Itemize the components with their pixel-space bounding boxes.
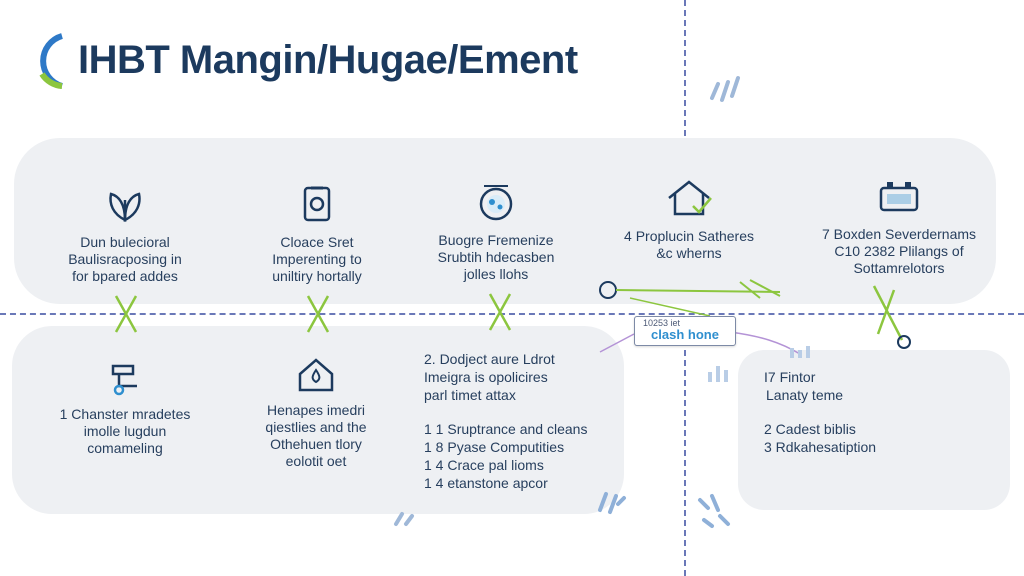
- text-line: Dun bulecioral: [80, 234, 170, 250]
- list-item: 1 1 Sruptrance and cleans: [424, 421, 588, 437]
- connector-icon: [114, 295, 138, 333]
- top-panel: [14, 138, 996, 304]
- list-item: 1 4 Crace pal lioms: [424, 457, 544, 473]
- connector-icon: [306, 295, 330, 333]
- list-lead-line: Imeigra is opolicires: [424, 369, 548, 385]
- bottom-panel: [12, 326, 624, 514]
- right-panel: [738, 350, 1010, 510]
- gauge-icon: [303, 186, 331, 222]
- plant-icon: [109, 192, 141, 223]
- decorative-marks-icon: [394, 512, 414, 526]
- pipe-icon: [111, 364, 137, 396]
- header: IHBT Mangin/Hugae/Ement: [32, 28, 578, 92]
- list-item: 1 4 etanstone apcor: [424, 475, 548, 491]
- text-line: Henapes imedri: [266, 402, 366, 418]
- horizontal-guide-line: [0, 313, 1024, 315]
- top-item-2: Cloace Sret Imperenting to uniltiry hort…: [232, 182, 402, 285]
- text-line: imolle lugdun: [83, 423, 167, 439]
- logo-icon: [39, 33, 63, 89]
- house-check-icon: [668, 180, 712, 216]
- text-line: 7 Boxden Severdernams: [821, 226, 977, 242]
- text-line: qiestlies and the: [265, 419, 367, 435]
- text-line: Cloace Sret: [280, 234, 354, 250]
- list-lead-line: I7 Fintor: [764, 369, 816, 385]
- decorative-marks-icon: [790, 346, 810, 358]
- vertical-guide-line-bottom: [684, 320, 686, 576]
- top-item-5: 7 Boxden Severdernams C10 2382 Plilangs …: [812, 178, 986, 277]
- vertical-guide-line-top: [684, 0, 686, 136]
- text-line: 1 Chanster mradetes: [59, 406, 191, 422]
- connector-icon: [488, 293, 512, 331]
- text-line: Srubtih hdecasben: [437, 249, 555, 265]
- battery-icon: [879, 182, 919, 212]
- list-lead-line: parl timet attax: [424, 387, 516, 403]
- flow-connector-icon: [599, 279, 801, 355]
- center-list: 2. Dodject aure Ldrot Imeigra is opolici…: [424, 350, 587, 492]
- text-line: for bpared addes: [72, 268, 178, 284]
- list-item: 1 8 Pyase Computities: [424, 439, 565, 455]
- decorative-marks-icon: [710, 76, 740, 102]
- page-title: IHBT Mangin/Hugae/Ement: [78, 37, 578, 82]
- globe-icon: [479, 185, 513, 221]
- text-line: 4 Proplucin Satheres: [624, 228, 754, 244]
- text-line: Othehuen tlory: [270, 436, 362, 452]
- text-line: Imperenting to: [272, 251, 362, 267]
- text-line: C10 2382 Plilangs of: [834, 243, 964, 259]
- text-line: Buogre Fremenize: [438, 232, 554, 248]
- list-item: 3 Rdkahesatiption: [764, 439, 877, 455]
- top-item-3: Buogre Fremenize Srubtih hdecasben jolle…: [416, 180, 576, 283]
- text-line: comameling: [87, 440, 163, 456]
- text-line: Sottamrelotors: [853, 260, 945, 276]
- top-item-1: Dun bulecioral Baulisracposing in for bp…: [40, 186, 210, 285]
- list-lead-line: Lanaty teme: [766, 387, 844, 403]
- text-line: uniltiry hortally: [272, 268, 362, 284]
- callout-label: 10253 iet clash hone: [634, 316, 736, 346]
- house-drop-icon: [298, 358, 334, 392]
- decorative-marks-icon: [698, 494, 730, 528]
- text-line: jolles llohs: [463, 266, 529, 282]
- decorative-marks-icon: [708, 366, 728, 382]
- text-line: &c wherns: [656, 245, 722, 261]
- top-item-4: 4 Proplucin Satheres &c wherns: [604, 176, 774, 262]
- decorative-marks-icon: [598, 492, 626, 514]
- right-list: I7 Fintor Lanaty teme 2 Cadest biblis 3 …: [764, 368, 876, 456]
- bottom-item-2: Henapes imedri qiestlies and the Othehue…: [236, 354, 396, 470]
- text-line: Baulisracposing in: [68, 251, 182, 267]
- bottom-item-1: 1 Chanster mradetes imolle lugdun comame…: [40, 360, 210, 457]
- callout-small-text: 10253 iet: [643, 318, 681, 328]
- callout-text: clash hone: [651, 327, 719, 342]
- list-lead-line: 2. Dodject aure Ldrot: [424, 351, 555, 367]
- text-line: eolotit oet: [285, 453, 347, 469]
- list-item: 2 Cadest biblis: [764, 421, 856, 437]
- connector-icon: [872, 285, 911, 349]
